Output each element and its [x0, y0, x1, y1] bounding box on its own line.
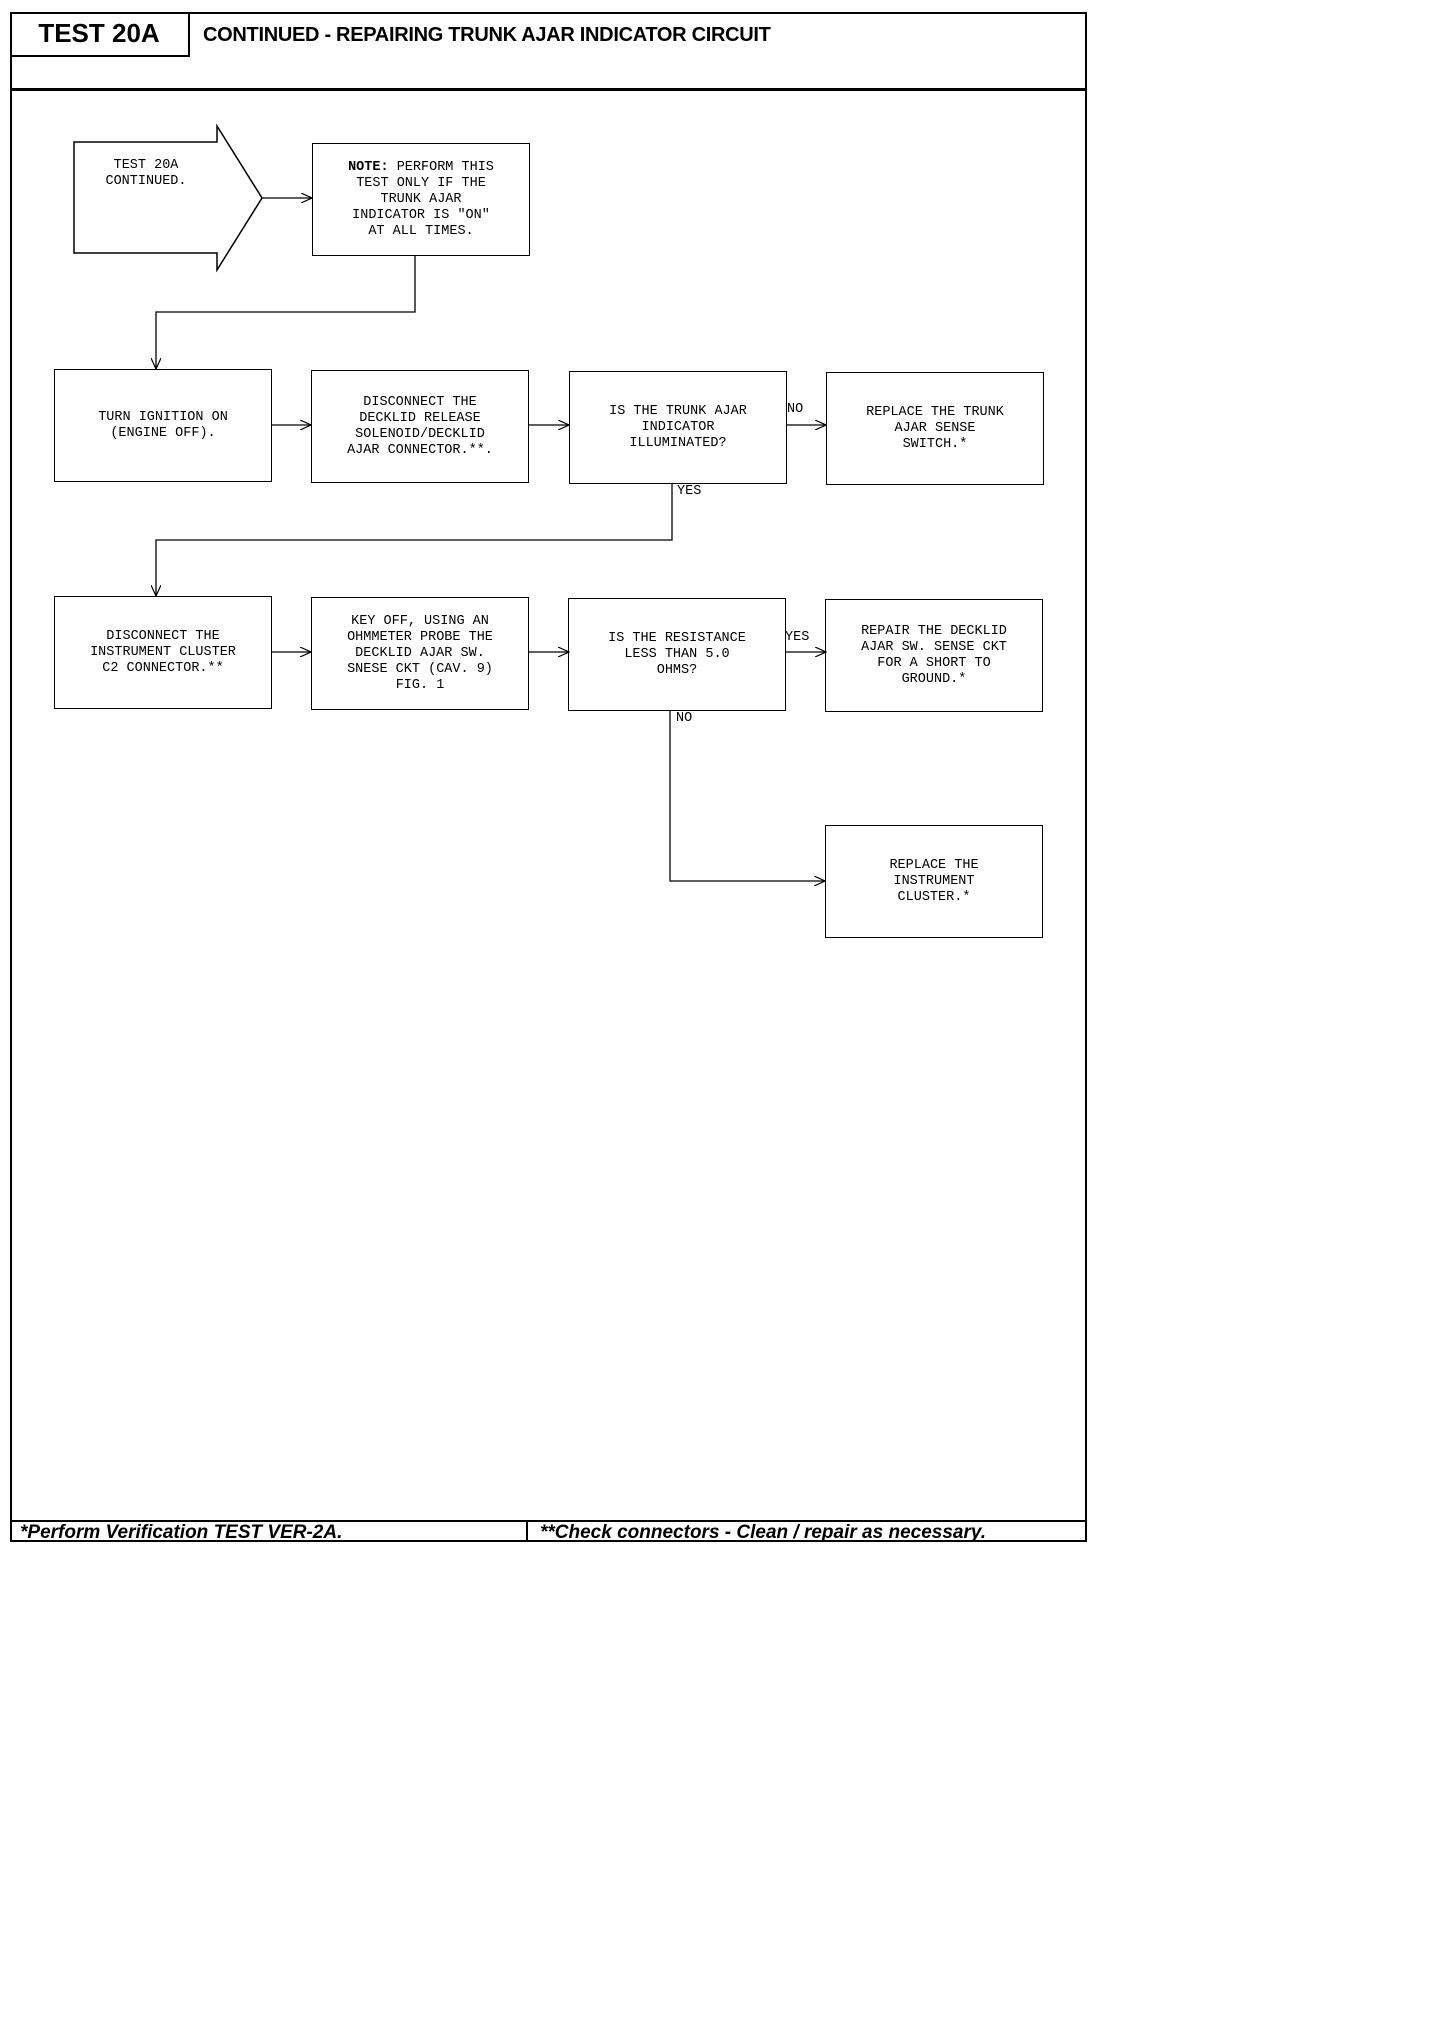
step-key-off-ohmmeter: KEY OFF, USING AN OHMMETER PROBE THE DEC… [311, 597, 529, 710]
step-turn-ignition-on: TURN IGNITION ON (ENGINE OFF). [54, 369, 272, 482]
note-box: NOTE: PERFORM THIS TEST ONLY IF THE TRUN… [312, 143, 530, 256]
footer-divider [10, 1520, 1087, 1522]
note-text: PERFORM THIS TEST ONLY IF THE TRUNK AJAR… [352, 159, 494, 239]
footer-verification-note: *Perform Verification TEST VER-2A. [20, 1522, 343, 1543]
start-label: TEST 20A CONTINUED. [105, 158, 187, 189]
step-disconnect-instrument-cluster: DISCONNECT THE INSTRUMENT CLUSTER C2 CON… [54, 596, 272, 709]
label-yes-illuminated: YES [677, 484, 702, 499]
arrow-resistance-no-to-replace [669, 711, 825, 881]
label-no-resistance: NO [676, 711, 693, 726]
result-replace-sense-switch: REPLACE THE TRUNK AJAR SENSE SWITCH.* [826, 372, 1044, 485]
header-divider [10, 88, 1087, 91]
decision-indicator-illuminated: IS THE TRUNK AJAR INDICATOR ILLUMINATED? [569, 371, 787, 484]
arrow-question-yes-to-cluster [156, 484, 673, 596]
start-arrow-shape [73, 123, 263, 273]
footer-connectors-note: **Check connectors - Clean / repair as n… [540, 1522, 987, 1543]
arrow-note-to-ignition [156, 256, 416, 369]
decision-resistance-less-than: IS THE RESISTANCE LESS THAN 5.0 OHMS? [568, 598, 786, 711]
test-id: TEST 20A [10, 12, 190, 57]
label-no-illuminated: NO [787, 402, 804, 417]
page-title: CONTINUED - REPAIRING TRUNK AJAR INDICAT… [203, 24, 771, 46]
note-prefix: NOTE: [348, 159, 389, 175]
footer-separator [526, 1520, 528, 1542]
step-disconnect-decklid-connector: DISCONNECT THE DECKLID RELEASE SOLENOID/… [311, 370, 529, 483]
result-replace-instrument-cluster: REPLACE THE INSTRUMENT CLUSTER.* [825, 825, 1043, 938]
flow-connectors [73, 123, 1096, 1548]
page-frame [10, 12, 1087, 1542]
label-yes-resistance: YES [785, 630, 810, 645]
result-repair-short-to-ground: REPAIR THE DECKLID AJAR SW. SENSE CKT FO… [825, 599, 1043, 712]
